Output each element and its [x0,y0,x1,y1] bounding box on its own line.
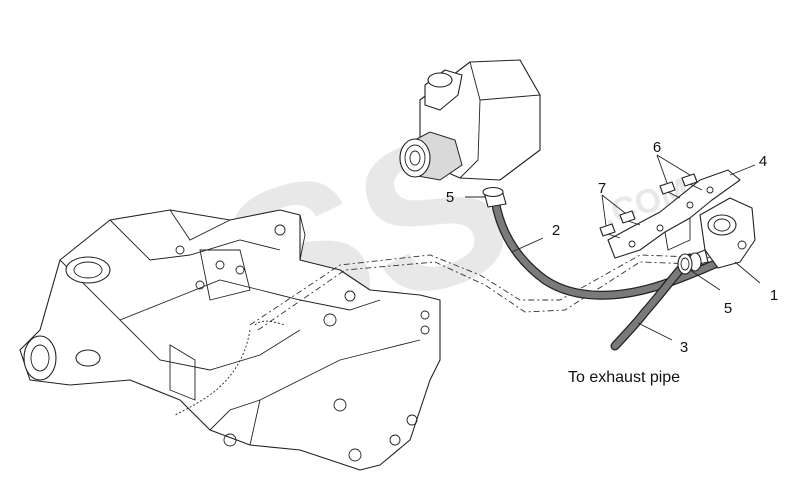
callout-5-clamp: 5 [724,300,732,317]
callout-7: 7 [598,180,606,197]
cap [482,186,507,208]
hose-routing-path [249,254,721,331]
screws-6 [659,173,703,199]
bracket [607,169,741,259]
leader-lines [465,154,761,341]
hose-clamp [677,253,693,275]
frame [19,209,441,471]
callout-2: 2 [552,222,560,239]
hose-2 [490,195,725,300]
air-box [399,59,541,181]
screws-7 [599,210,641,239]
callout-6: 6 [653,139,661,156]
callout-4: 4 [759,153,767,170]
callout-3: 3 [680,339,688,356]
callouts: 1 2 3 4 5 5 6 7 [446,139,778,356]
exhaust-pipe-caption: To exhaust pipe [568,369,680,386]
callout-5-cap: 5 [446,189,454,206]
callout-1: 1 [770,287,778,304]
hose-3 [610,253,695,351]
